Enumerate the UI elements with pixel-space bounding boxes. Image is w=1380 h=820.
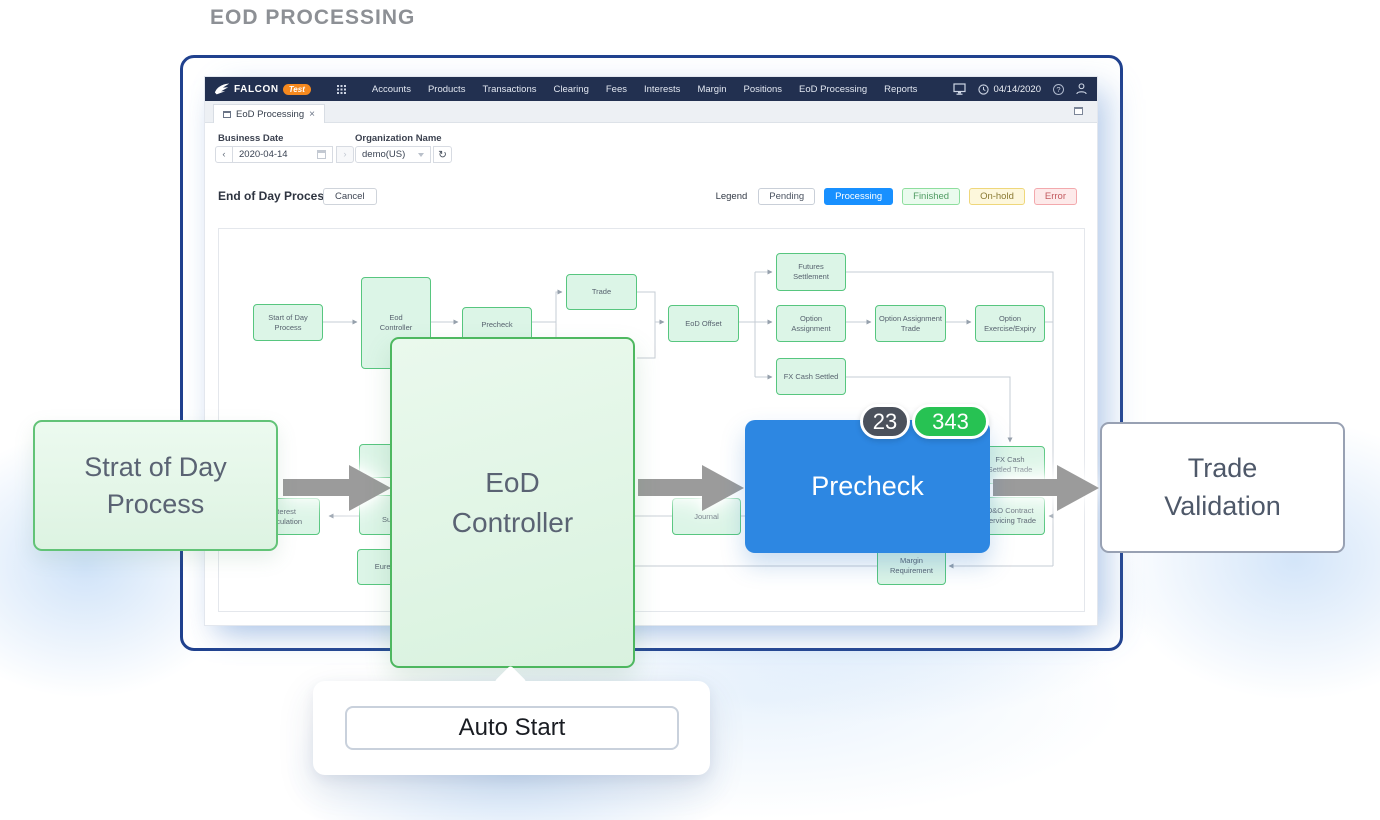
node-eod-offset[interactable]: EoD Offset [668,305,739,342]
auto-start-button[interactable]: Auto Start [345,706,679,750]
prev-date-button[interactable]: ‹ [215,146,233,163]
nav-eod-processing[interactable]: EoD Processing [799,83,868,95]
legend: Legend Pending Processing Finished On-ho… [716,188,1077,205]
arrow-start-to-controller [283,465,393,511]
tab-eod-processing[interactable]: EoD Processing × [213,104,325,123]
brand: FALCON Test [214,82,311,96]
falcon-logo-icon [214,83,230,95]
nav-margin[interactable]: Margin [697,83,727,95]
organization-value: demo(US) [362,149,406,160]
section-title: End of Day Process [218,189,331,203]
help-glyph: ? [1056,84,1061,94]
help-icon[interactable]: ? [1053,83,1064,95]
tooltip-notch [494,665,527,698]
arrow-precheck-to-validation [993,465,1101,511]
arrow-controller-to-precheck [638,465,746,511]
calendar-icon [317,150,326,159]
brand-name: FALCON [234,83,279,95]
business-date-field-label: Business Date [218,133,284,144]
tab-bar: EoD Processing × [205,101,1097,123]
precheck-count-green-badge: 343 [912,404,989,439]
tab-window-icon [223,110,231,118]
legend-onhold-badge: On-hold [969,188,1025,205]
business-date-input[interactable]: 2020-04-14 [232,146,333,163]
legend-label: Legend [715,191,748,202]
tab-label: EoD Processing [236,108,305,120]
app-header: FALCON Test Accounts Products Transactio… [205,77,1097,101]
cancel-button[interactable]: Cancel [323,188,377,205]
header-icons: 04/14/2020 ? [953,83,1087,95]
next-date-button[interactable]: › [336,146,354,163]
node-option-assignment[interactable]: Option Assignment [776,305,846,342]
node-trade[interactable]: Trade [566,274,637,310]
callout-eod-controller[interactable]: EoD Controller [390,337,635,668]
app-nav: Accounts Products Transactions Clearing … [372,84,918,95]
tab-close-icon[interactable]: × [309,108,315,120]
nav-products[interactable]: Products [427,83,466,95]
legend-processing-badge: Processing [824,188,894,205]
refresh-button[interactable]: ↻ [433,146,452,163]
node-futures-settlement[interactable]: Futures Settlement [776,253,846,291]
nav-accounts[interactable]: Accounts [371,83,411,95]
nav-transactions[interactable]: Transactions [482,83,537,95]
business-date-value: 2020-04-14 [239,149,288,160]
header-date-label: 04/14/2020 [993,83,1041,95]
maximize-icon[interactable] [1074,107,1083,115]
organization-select[interactable]: demo(US) [355,146,431,163]
callout-trade-validation[interactable]: Trade Validation [1100,422,1345,553]
precheck-count-dark-badge: 23 [860,404,910,439]
auto-start-tooltip: Auto Start [313,665,710,775]
nav-clearing[interactable]: Clearing [553,83,589,95]
apps-grid-icon[interactable] [336,84,346,94]
nav-fees[interactable]: Fees [605,83,627,95]
callout-precheck[interactable]: Precheck [745,420,990,553]
legend-pending-badge: Pending [758,188,816,205]
nav-reports[interactable]: Reports [884,83,918,95]
callout-start-of-day[interactable]: Strat of Day Process [33,420,278,551]
legend-error-badge: Error [1033,188,1077,205]
monitor-icon[interactable] [953,83,967,95]
node-fx-cash-settled[interactable]: FX Cash Settled [776,358,846,395]
legend-finished-badge: Finished [902,188,961,205]
node-option-assignment-trade[interactable]: Option Assignment Trade [875,305,946,342]
user-icon[interactable] [1076,83,1087,95]
chevron-down-icon [418,152,424,157]
nav-positions[interactable]: Positions [743,83,783,95]
clock-icon [978,83,990,95]
nav-interests[interactable]: Interests [644,83,681,95]
node-option-exercise-expiry[interactable]: Option Exercise/Expiry [975,305,1045,342]
business-date-display[interactable]: 04/14/2020 [978,84,1041,95]
node-start-of-day[interactable]: Start of Day Process [253,304,323,341]
organization-field-label: Organization Name [355,133,442,144]
page-title: EOD PROCESSING [210,6,416,29]
brand-env-badge: Test [282,83,311,95]
